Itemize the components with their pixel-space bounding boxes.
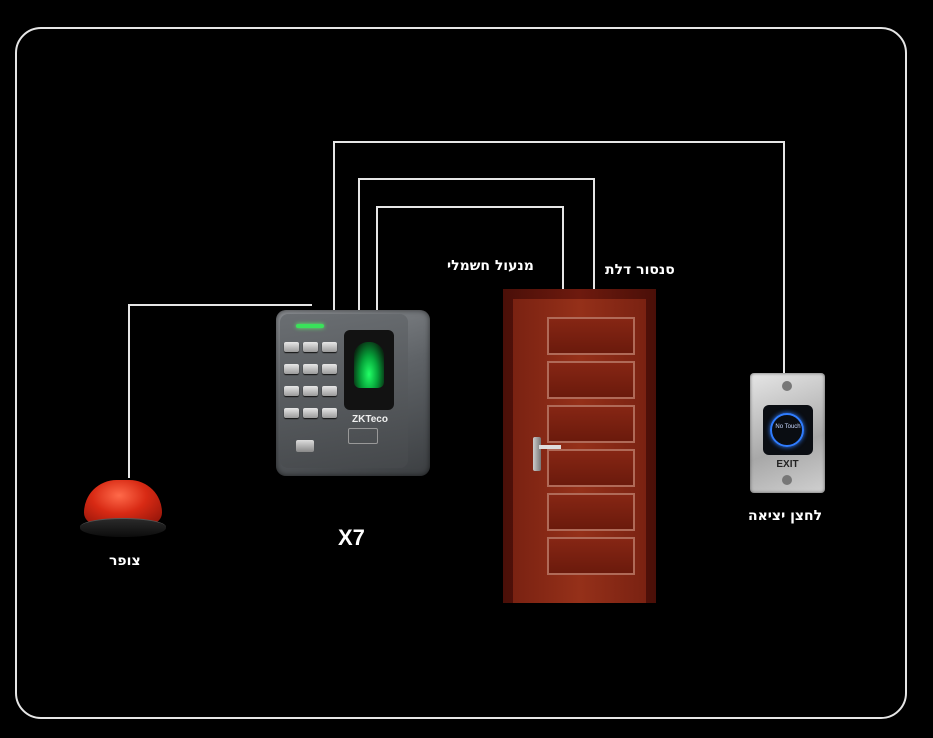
- door-panel: [547, 405, 635, 443]
- buzzer-dome: [84, 480, 162, 524]
- door-panel: [547, 317, 635, 355]
- exit-button-device: No Touch EXIT: [750, 373, 825, 493]
- keypad-key: [303, 342, 318, 352]
- door-panel: [547, 361, 635, 399]
- door: [503, 289, 656, 603]
- door-leaf: [513, 299, 646, 603]
- door-handle: [533, 437, 541, 471]
- keypad-key: [303, 386, 318, 396]
- buzzer-device: [80, 478, 166, 548]
- keypad-key: [322, 364, 337, 374]
- keypad-key: [284, 364, 299, 374]
- keypad-key: [284, 342, 299, 352]
- fingerprint-reader: ZKTeco: [276, 310, 430, 476]
- door-panel: [547, 537, 635, 575]
- fingerprint-window: [354, 342, 384, 388]
- label-reader-model: X7: [338, 525, 365, 550]
- keypad-key: [284, 386, 299, 396]
- label-door-sensor: סנסור דלת: [605, 262, 675, 278]
- card-reader-icon: [348, 428, 378, 444]
- keypad-key: [322, 386, 337, 396]
- label-electric-lock: מנעול חשמלי: [447, 258, 534, 274]
- exit-caption: EXIT: [776, 459, 799, 470]
- keypad-key: [303, 364, 318, 374]
- wire-buzzer: [128, 304, 312, 478]
- screw-icon: [782, 381, 792, 391]
- wire-door-sensor: [358, 178, 595, 310]
- door-lever: [539, 445, 561, 449]
- label-buzzer: צופר: [109, 553, 141, 569]
- reader-brand: ZKTeco: [352, 414, 388, 425]
- touch-ring-icon: [770, 413, 804, 447]
- door-panel: [547, 493, 635, 531]
- keypad-key: [303, 408, 318, 418]
- doorbell-key-icon: [296, 440, 314, 452]
- diagram-frame: [15, 27, 907, 719]
- wire-exit-button: [333, 141, 785, 373]
- reader-keypad: [282, 342, 340, 430]
- screw-icon: [782, 475, 792, 485]
- reader-led: [296, 324, 324, 328]
- door-panel: [547, 449, 635, 487]
- label-exit-button: לחצן יציאה: [748, 508, 823, 524]
- keypad-key: [322, 408, 337, 418]
- keypad-key: [322, 342, 337, 352]
- no-touch-text: No Touch: [775, 424, 801, 430]
- keypad-key: [284, 408, 299, 418]
- wire-electric-lock: [376, 206, 564, 310]
- buzzer-base: [80, 518, 166, 537]
